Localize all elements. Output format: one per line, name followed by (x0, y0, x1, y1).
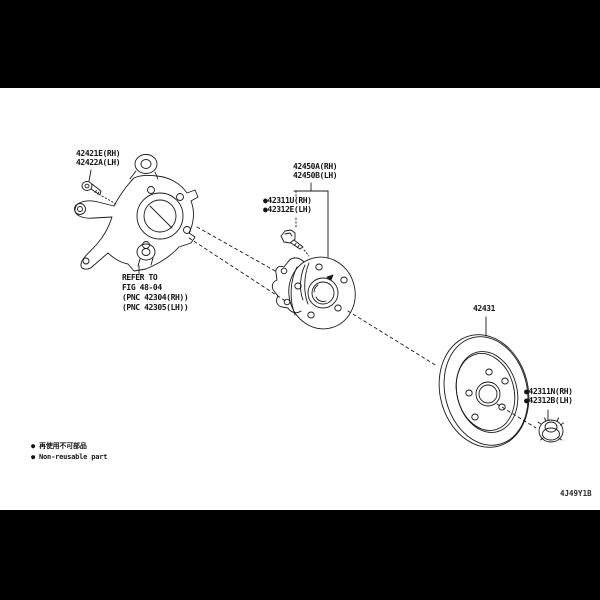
hub-bolt-drawing (281, 230, 309, 256)
refer-text: (PNC 42305(LH)) (122, 303, 189, 312)
bearing-orientation-arrow (327, 275, 333, 280)
carrier-bolt-leader-line (89, 170, 91, 181)
lock-nut-drawing (538, 410, 564, 442)
label-carrier-bolt: 42421E(RH) 42422A(LH) (76, 149, 121, 167)
top-letterbox-bar (0, 0, 600, 88)
bottom-letterbox-bar (0, 510, 600, 600)
part-number-text: 42421E(RH) (76, 149, 121, 158)
label-disc: 42431 (473, 304, 495, 313)
label-hub-assy: 42450A(RH) 42450B(LH) (293, 162, 338, 180)
figure-code-text: 4J49Y1B (560, 489, 592, 498)
assembly-alignment-dashed-lines (189, 227, 536, 428)
legend-jp-text: ● 再使用不可部品 (31, 442, 87, 450)
part-number-text: ●42311N(RH) (524, 387, 573, 396)
refer-text: REFER TO (122, 273, 158, 282)
legend-en-text: ● Non-reusable part (31, 453, 108, 461)
part-number-text: 42431 (473, 304, 496, 313)
carrier-bolt-drawing (82, 170, 116, 204)
hub-bolt-dotted-line (304, 250, 309, 256)
part-number-text: ●42311U(RH) (263, 196, 312, 205)
refer-text: (PNC 42304(RH)) (122, 293, 189, 302)
label-hub-bolt: ●42311U(RH) ●42312E(LH) (263, 196, 312, 214)
refer-text: FIG 48-04 (122, 283, 162, 292)
label-refer-to-fig: REFER TO FIG 48-04 (PNC 42304(RH)) (PNC … (122, 273, 189, 313)
part-number-text: 42450A(RH) (293, 162, 338, 171)
carrier-bolt-dotted-line (102, 196, 116, 204)
part-number-text: 42422A(LH) (76, 158, 121, 167)
brake-disc-drawing (428, 317, 541, 457)
part-number-text: 42450B(LH) (293, 171, 338, 180)
part-number-text: ●42312B(LH) (524, 396, 573, 405)
non-reusable-legend: ● 再使用不可部品 ● Non-reusable part (31, 441, 107, 463)
label-hub-nut: ●42311N(RH) ●42312B(LH) (524, 387, 573, 405)
figure-code: 4J49Y1B (560, 489, 592, 498)
part-number-text: ●42312E(LH) (263, 205, 312, 214)
hub-bearing-drawing (272, 250, 362, 336)
hub-assy-bracket (294, 183, 328, 257)
axle-carrier-drawing (75, 155, 199, 276)
